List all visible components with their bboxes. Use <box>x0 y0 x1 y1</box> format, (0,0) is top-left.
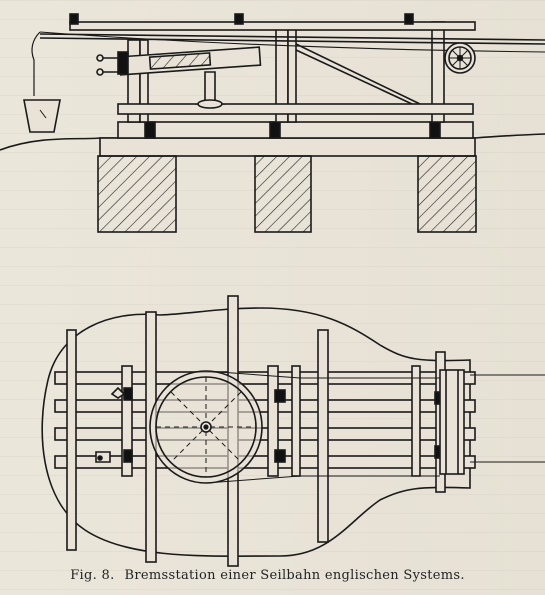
pier-right <box>417 155 477 233</box>
figure-number: Fig. 8. <box>70 568 115 583</box>
foundation-slab <box>99 137 476 157</box>
pit-outline <box>41 307 471 557</box>
top-beam <box>69 21 476 31</box>
hanging-hook <box>31 31 41 96</box>
weight-bucket <box>23 99 61 133</box>
mid-beam <box>117 103 474 115</box>
lower-sill <box>117 121 474 139</box>
cable <box>39 31 545 53</box>
figure-title: Bremsstation einer Seilbahn englischen S… <box>124 568 465 583</box>
fitting-left-top <box>110 386 126 399</box>
pier-middle <box>254 155 312 233</box>
figure-caption: Fig. 8. Bremsstation einer Seilbahn engli… <box>0 568 545 583</box>
cross-beam-1 <box>66 329 77 551</box>
cross-beam-4 <box>317 329 329 543</box>
plan-view <box>41 295 545 567</box>
elevation-view <box>0 13 545 233</box>
pier-left <box>97 155 177 233</box>
end-frame <box>439 369 465 475</box>
